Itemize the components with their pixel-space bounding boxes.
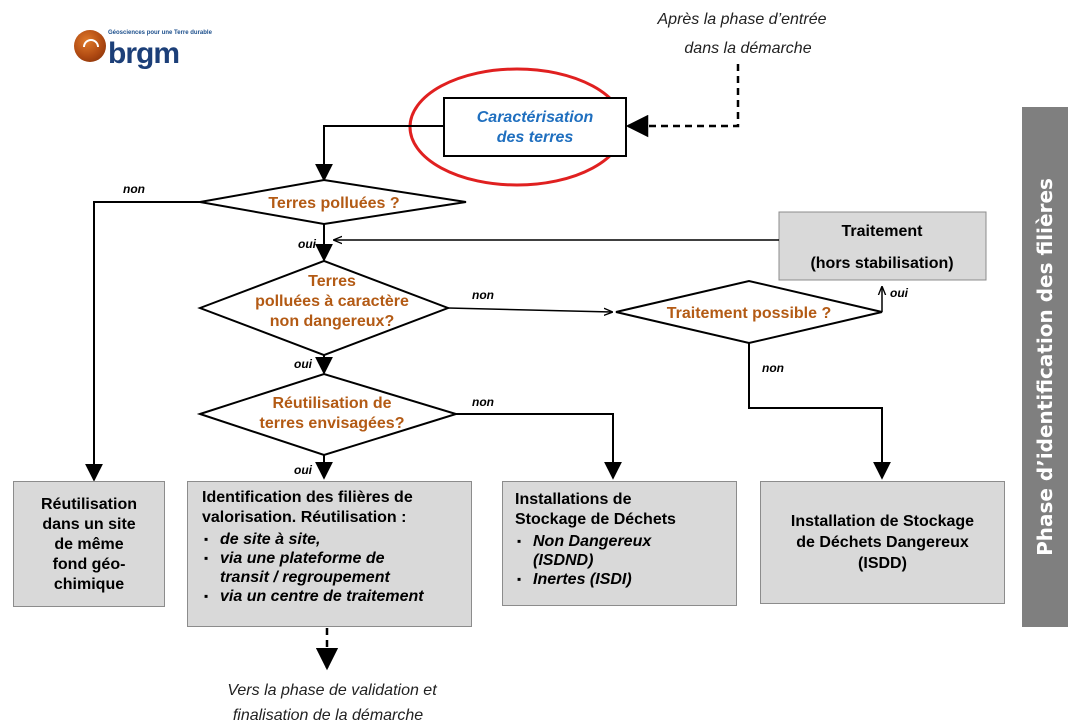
traitement-line2: (hors stabilisation) [810,255,953,272]
label-d1-oui: oui [298,237,317,251]
reuse-line4: fond géo- [52,556,126,573]
label-d1-non: non [123,182,145,196]
label-d3-oui: oui [294,463,313,477]
decision-terres-polluees-text: Terres polluées ? [268,195,399,212]
edge-start-d1 [315,125,444,182]
decision-terres-polluees [199,178,467,226]
identification-title-line1: Identification des filières de [202,489,413,506]
stockage-item: Inertes (ISDI) [517,570,676,589]
stockage-item: Non Dangereux (ISDND) [517,532,676,570]
stockage-list: Non Dangereux (ISDND) Inertes (ISDI) [515,532,736,589]
decision-reutilisation-line1: Réutilisation de [272,395,391,412]
stockage-title-line1: Installations de [515,491,632,508]
note-bottom-line2: finalisation de la démarche [233,707,423,724]
reuse-line2: dans un site [42,516,136,533]
label-d4-non: non [762,361,784,375]
phase-side-label: Phase d’identification des filières [1033,178,1057,556]
outcome-stockage: Installations de Stockage de Déchets Non… [502,481,737,606]
decision-traitement-possible-text: Traitement possible ? [667,305,831,322]
label-d2-non: non [472,288,494,302]
isdd-line3: (ISDD) [858,555,907,572]
note-bottom-line1: Vers la phase de validation et [227,682,437,699]
outcome-isdd: Installation de Stockage de Déchets Dang… [760,481,1005,604]
identification-title-line2: valorisation. Réutilisation : [202,509,407,526]
reuse-line3: de même [54,536,124,553]
logo-mark [74,30,106,62]
logo-name: brgm [108,37,180,70]
note-top-line1: Après la phase d’entrée [657,11,827,28]
logo-tagline: Géosciences pour une Terre durable [108,30,212,36]
identification-item: via une plateforme de transit / regroupe… [204,549,471,587]
decision-reutilisation-line2: terres envisagées? [260,415,405,432]
edge-d4-non [748,343,891,480]
note-top-line2: dans la démarche [684,40,811,57]
brgm-logo: Géosciences pour une Terre durable brgm [74,26,274,76]
edge-d1-non [85,201,200,482]
isdd-line1: Installation de Stockage [790,513,975,530]
isdd-line2: de Déchets Dangereux [796,534,969,551]
reuse-line5: chimique [53,576,125,593]
outcome-reuse-same-site: Réutilisation dans un site de même fond … [13,481,165,607]
edge-d2-non [447,307,612,312]
stockage-title-line2: Stockage de Déchets [515,511,676,528]
decision-non-dangereux-line2: polluées à caractère [255,293,409,310]
traitement-box [778,211,987,281]
label-d3-non: non [472,395,494,409]
decision-non-dangereux-line3: non dangereux? [270,313,394,330]
start-box [443,97,627,157]
edge-d3-non [456,413,622,480]
start-box-line1: Caractérisation [477,109,594,126]
entry-arrow [625,64,740,138]
phase-side-banner: Phase d’identification des filières [1022,107,1068,627]
label-d4-oui: oui [890,286,909,300]
start-box-line2: des terres [497,129,574,146]
label-d2-oui: oui [294,357,313,371]
identification-item: via un centre de traitement [204,587,471,606]
identification-list: de site à site, via une plateforme de tr… [202,530,471,606]
reuse-line1: Réutilisation [40,496,137,513]
identification-item: de site à site, [204,530,471,549]
decision-non-dangereux-line1: Terres [308,273,356,290]
traitement-line1: Traitement [842,223,924,240]
outcome-identification: Identification des filières de valorisat… [187,481,472,627]
